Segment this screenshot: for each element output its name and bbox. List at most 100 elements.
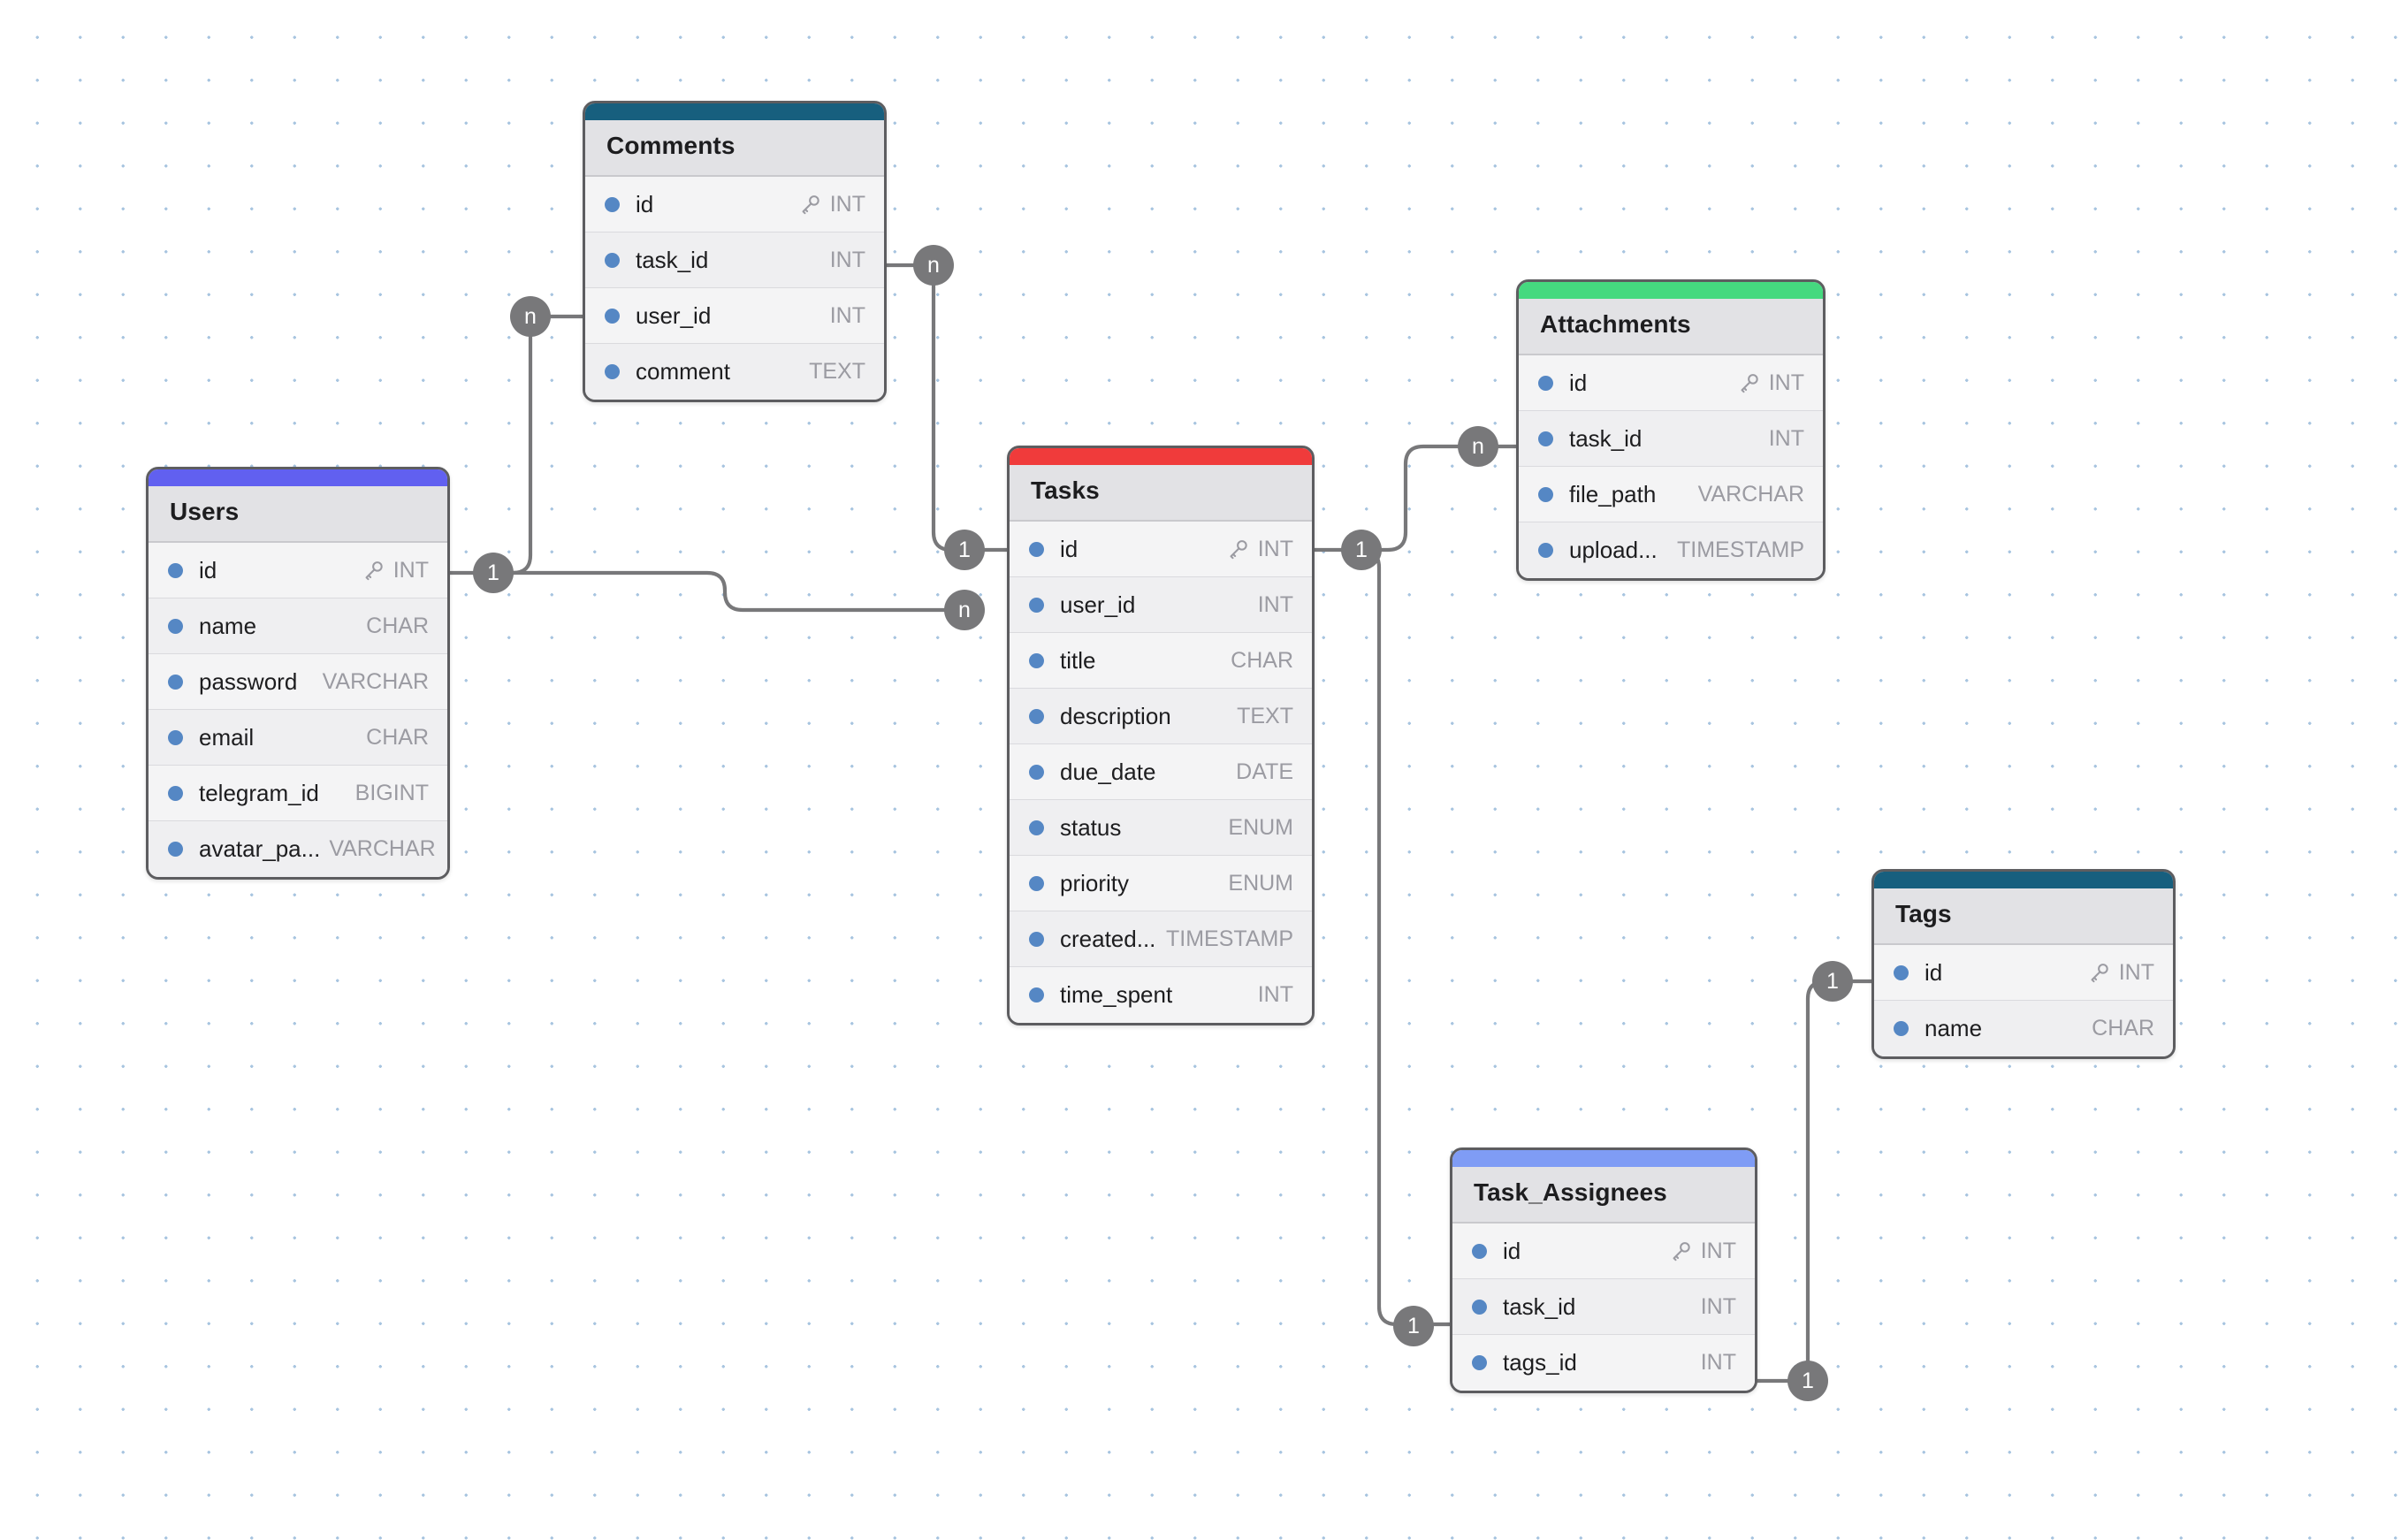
field-name: task_id [1569,424,1643,452]
field-bullet-icon [1472,1355,1487,1370]
field-bullet-icon [1029,764,1044,780]
entity-title-tasks: Tasks [1010,465,1312,522]
relationship-edge-comments-tasks[interactable] [884,263,1010,553]
field-type: INT [829,302,865,328]
field-name: email [199,723,255,751]
field-row[interactable]: telegram_id BIGINT [149,766,447,821]
field-row[interactable]: task_id INT [1452,1279,1755,1335]
key-icon [1230,540,1247,560]
key-icon [2091,964,2108,983]
cardinality-badge-users-comments-1[interactable]: n [510,296,551,337]
cardinality-badge-comments-tasks-1[interactable]: 1 [944,530,985,570]
field-bullet-icon [605,252,620,268]
field-row[interactable]: tags_id INT [1452,1335,1755,1391]
entity-title-tags: Tags [1874,888,2173,945]
cardinality-badge-tasks-attachments-0[interactable]: 1 [1341,530,1382,570]
cardinality-badge-task-assignees-tags-0[interactable]: 1 [1787,1361,1828,1401]
field-name: id [1569,369,1588,396]
field-name: avatar_pa... [199,835,321,862]
relationship-edge-task-assignees-tags[interactable] [1755,979,1874,1384]
key-icon [365,561,383,581]
entity-accent-bar-comments [585,103,884,120]
field-row[interactable]: id INT [149,543,447,598]
field-type: VARCHAR [329,836,436,861]
entity-title-users: Users [149,486,447,543]
field-name: tags_id [1503,1349,1577,1376]
cardinality-badge-users-comments-0[interactable]: 1 [473,553,514,593]
relationship-edge-tasks-task-assignees[interactable] [1359,547,1452,1327]
field-row[interactable]: user_id INT [585,288,884,344]
field-meta: CHAR [366,725,429,751]
cardinality-badge-task-assignees-tags-1[interactable]: 1 [1812,961,1853,1002]
relationship-edge-users-comments[interactable] [447,314,585,576]
field-type: INT [829,191,865,217]
field-meta: CHAR [2092,1016,2154,1041]
cardinality-badge-users-tasks-0[interactable]: n [944,590,985,630]
entity-title-attachments: Attachments [1519,299,1823,355]
field-meta: BIGINT [355,781,429,806]
field-name: password [199,667,298,695]
field-name: title [1060,646,1096,674]
field-name: telegram_id [199,779,319,806]
field-bullet-icon [1538,543,1553,558]
field-type: INT [1768,370,1804,395]
relationship-edge-users-tasks[interactable] [491,570,966,613]
field-row[interactable]: created...TIMESTAMP [1010,911,1312,967]
field-row[interactable]: id INT [1519,355,1823,411]
cardinality-badge-comments-tasks-0[interactable]: n [913,245,954,286]
field-bullet-icon [168,674,183,690]
field-type: INT [393,557,429,583]
field-name: id [199,556,217,583]
field-meta: DATE [1236,759,1293,785]
field-row[interactable]: task_id INT [1519,411,1823,467]
field-bullet-icon [1029,597,1044,613]
cardinality-badge-tasks-attachments-1[interactable]: n [1458,426,1498,467]
cardinality-badge-tasks-task-assignees-0[interactable]: 1 [1393,1306,1434,1346]
field-type: CHAR [366,613,429,638]
field-meta: ENUM [1228,815,1293,841]
field-bullet-icon [168,562,183,578]
entity-accent-bar-task_assignees [1452,1150,1755,1167]
field-row[interactable]: upload...TIMESTAMP [1519,522,1823,578]
field-name: id [1503,1237,1521,1264]
field-type: INT [1768,425,1804,451]
field-meta: INT [1701,1350,1736,1376]
field-bullet-icon [1472,1299,1487,1315]
field-type: CHAR [2092,1016,2154,1041]
field-meta: VARCHAR [329,836,435,862]
field-meta: ENUM [1228,871,1293,896]
field-name: user_id [636,301,712,329]
field-meta: INT [1701,1294,1736,1320]
field-row[interactable]: email CHAR [149,710,447,766]
field-row[interactable]: avatar_pa... VARCHAR [149,821,447,877]
field-bullet-icon [168,618,183,634]
field-name: task_id [1503,1292,1576,1320]
field-bullet-icon [1894,964,1909,980]
